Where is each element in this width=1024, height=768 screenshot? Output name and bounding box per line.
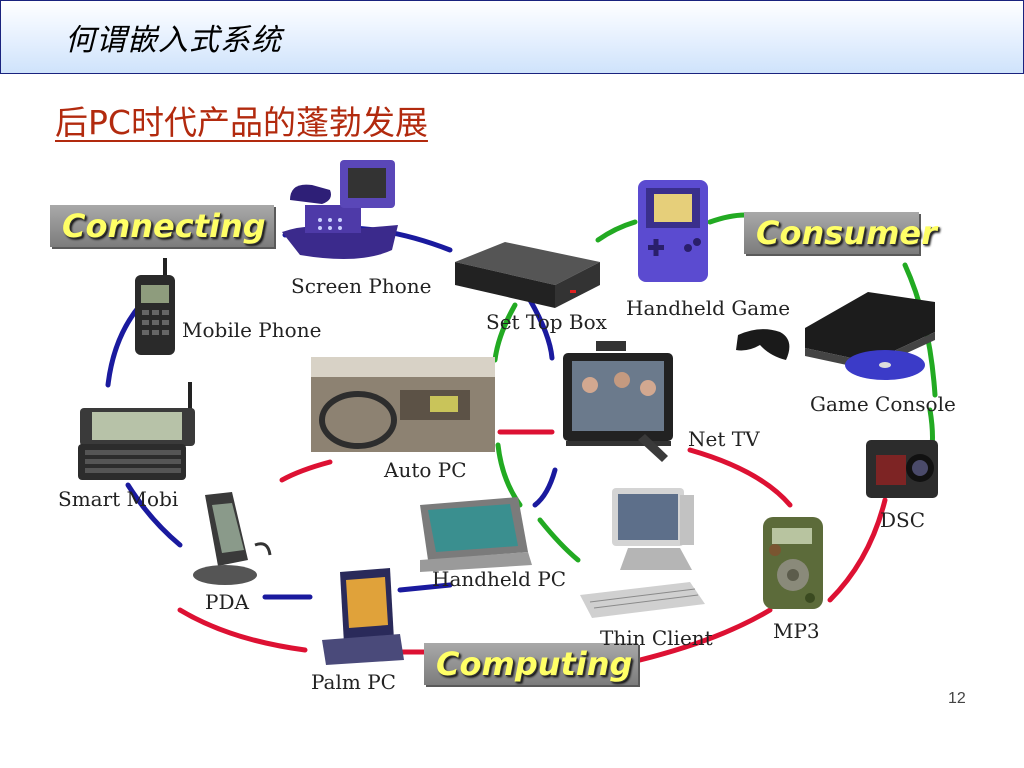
header-bar: 何谓嵌入式系统 — [0, 0, 1024, 74]
category-connecting-label: Connecting — [62, 207, 266, 245]
page-number: 12 — [948, 690, 966, 707]
label-smart-mobi: Smart Mobi — [58, 487, 179, 511]
label-mp3: MP3 — [773, 619, 820, 643]
label-palm-pc: Palm PC — [311, 670, 396, 694]
pda-icon — [193, 492, 272, 585]
handheld-game-icon — [638, 180, 708, 282]
smart-mobi-icon — [78, 382, 195, 480]
screen-phone-icon — [282, 160, 398, 259]
game-console-icon — [736, 292, 935, 380]
diagram-canvas — [78, 160, 938, 665]
label-auto-pc: Auto PC — [384, 458, 467, 482]
thin-client-icon — [580, 488, 705, 618]
palm-pc-icon — [322, 568, 404, 665]
slide-subtitle: 后PC时代产品的蓬勃发展 — [55, 103, 428, 142]
label-handheld-game: Handheld Game — [626, 296, 791, 320]
label-screen-phone: Screen Phone — [291, 274, 432, 298]
category-computing-label: Computing — [436, 645, 633, 683]
label-net-tv: Net TV — [688, 427, 760, 451]
label-game-console: Game Console — [810, 392, 956, 416]
label-handheld-pc: Handheld PC — [432, 567, 567, 591]
device-diagram: Connecting Consumer Computing Screen Pho… — [0, 150, 1024, 710]
slide-title: 何谓嵌入式系统 — [65, 23, 282, 58]
label-dsc: DSC — [880, 508, 926, 532]
category-consumer-label: Consumer — [756, 214, 937, 252]
handheld-pc-icon — [420, 497, 532, 572]
mobile-phone-icon — [135, 258, 175, 355]
label-mobile-phone: Mobile Phone — [182, 318, 322, 342]
category-consumer: Consumer — [744, 212, 937, 254]
category-connecting: Connecting — [50, 205, 274, 247]
category-computing: Computing — [424, 643, 638, 685]
net-tv-icon — [563, 341, 673, 462]
dsc-icon — [866, 440, 938, 498]
label-thin-client: Thin Client — [600, 626, 713, 650]
set-top-box-icon — [455, 242, 600, 308]
label-set-top-box: Set Top Box — [486, 310, 607, 334]
auto-pc-icon — [311, 357, 495, 452]
mp3-icon — [763, 517, 823, 609]
label-pda: PDA — [205, 590, 249, 614]
